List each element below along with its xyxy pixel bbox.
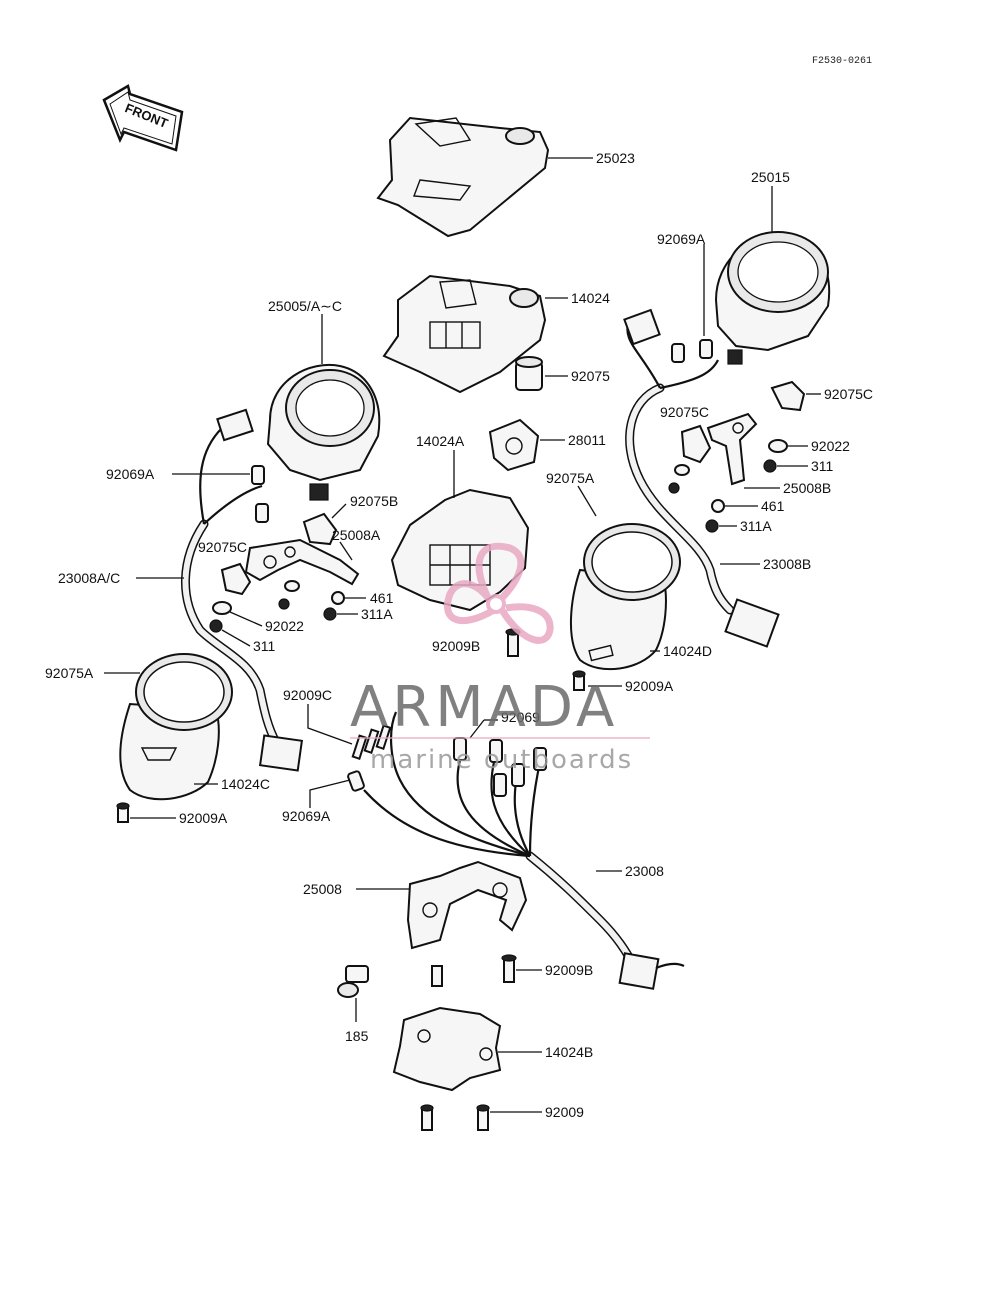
- label-92075C-right-2: 92075C: [660, 404, 709, 420]
- label-461-left: 461: [370, 590, 394, 606]
- label-92075A-left: 92075A: [45, 665, 94, 681]
- label-25015: 25015: [751, 169, 790, 185]
- front-arrow-icon: FRONT: [102, 84, 184, 152]
- label-92075C-left: 92075C: [198, 539, 247, 555]
- label-14024A: 14024A: [416, 433, 465, 449]
- label-92069: 92069: [501, 709, 540, 725]
- part-25015-meter: [714, 231, 831, 365]
- part-461-right: [711, 499, 725, 513]
- label-92009C: 92009C: [283, 687, 332, 703]
- part-311-nut-right: [763, 459, 777, 473]
- part-92009A-screw-right: [572, 670, 586, 691]
- label-92009B-bottom: 92009B: [545, 962, 593, 978]
- part-25008-bracket: [406, 860, 528, 950]
- diagram-code: F2530-0261: [812, 56, 872, 67]
- part-dark-nuts-left: [278, 580, 300, 610]
- label-311-right: 311: [811, 458, 834, 474]
- part-92075B-socket: [302, 512, 338, 546]
- label-92075B: 92075B: [350, 493, 398, 509]
- part-92009B-screw-bottom: [431, 954, 517, 987]
- label-92069A-left: 92069A: [106, 466, 155, 482]
- label-461-right: 461: [761, 498, 785, 514]
- label-25008: 25008: [303, 881, 342, 897]
- label-92075C-right-1: 92075C: [824, 386, 873, 402]
- label-92075A-center: 92075A: [546, 470, 595, 486]
- label-25008A: 25008A: [332, 527, 381, 543]
- part-25005-meter: [266, 364, 381, 501]
- part-92069A-bulb-left: [251, 465, 269, 523]
- label-92069A-center: 92069A: [282, 808, 331, 824]
- label-23008AC: 23008A/C: [58, 570, 120, 586]
- part-92022-washer-left: [212, 601, 232, 615]
- label-25005: 25005/A∼C: [268, 298, 342, 314]
- part-25023-cover: [376, 116, 550, 238]
- label-92022-right: 92022: [811, 438, 850, 454]
- part-92009A-screw-left: [116, 802, 130, 823]
- label-14024C: 14024C: [221, 776, 270, 792]
- label-92075: 92075: [571, 368, 610, 384]
- label-92009A-right: 92009A: [625, 678, 674, 694]
- part-23008-main-harness: [363, 711, 685, 990]
- part-92009C-screws: [351, 724, 392, 760]
- part-92022-washer-right: [768, 439, 788, 453]
- part-dark-nuts-right: [668, 464, 690, 494]
- part-23008B-harness: [623, 308, 780, 648]
- part-92069A-bulb-right: [671, 339, 713, 363]
- part-92075C-socket-right-a: [770, 380, 806, 412]
- part-185-bolt: [337, 965, 369, 998]
- watermark-brand-name: ARMADA: [350, 675, 618, 740]
- label-14024B: 14024B: [545, 1044, 593, 1060]
- label-92069A-right: 92069A: [657, 231, 706, 247]
- label-23008: 23008: [625, 863, 664, 879]
- part-311A-nut-right: [705, 519, 719, 533]
- watermark-propeller-icon: [443, 542, 554, 644]
- part-25008B-bracket: [706, 412, 758, 486]
- part-14024B-bottom-cover: [392, 1006, 502, 1092]
- part-92009-screws: [420, 1104, 490, 1131]
- watermark: ARMADA marine outboards: [350, 542, 650, 775]
- part-92075A-ring-right: [583, 523, 681, 601]
- part-23008AC-harness: [181, 408, 304, 772]
- label-311A-left: 311A: [361, 606, 393, 622]
- part-461-left: [331, 591, 345, 605]
- label-28011: 28011: [568, 432, 606, 448]
- part-92069A-bulb-center: [347, 770, 365, 792]
- label-14024D: 14024D: [663, 643, 712, 659]
- label-92009B-center: 92009B: [432, 638, 480, 654]
- part-92075C-socket-left: [220, 562, 252, 596]
- label-185: 185: [345, 1028, 369, 1044]
- part-14024-housing: [382, 274, 547, 394]
- label-92022-left: 92022: [265, 618, 304, 634]
- label-14024: 14024: [571, 290, 610, 306]
- label-92009: 92009: [545, 1104, 584, 1120]
- label-92009A-left: 92009A: [179, 810, 228, 826]
- part-311A-nut-left: [323, 607, 337, 621]
- part-92075A-ring-left: [135, 653, 233, 731]
- label-25008B: 25008B: [783, 480, 831, 496]
- watermark-tagline: marine outboards: [370, 745, 633, 775]
- part-92075C-socket-right-b: [680, 424, 712, 464]
- label-25023: 25023: [596, 150, 635, 166]
- part-311-nut-left: [209, 619, 223, 633]
- label-23008B: 23008B: [763, 556, 811, 572]
- part-28011-switch: [488, 418, 540, 472]
- part-25008A-bracket: [244, 538, 360, 586]
- label-311-left: 311: [253, 638, 276, 654]
- part-92075-socket: [515, 356, 543, 391]
- label-311A-right: 311A: [740, 518, 772, 534]
